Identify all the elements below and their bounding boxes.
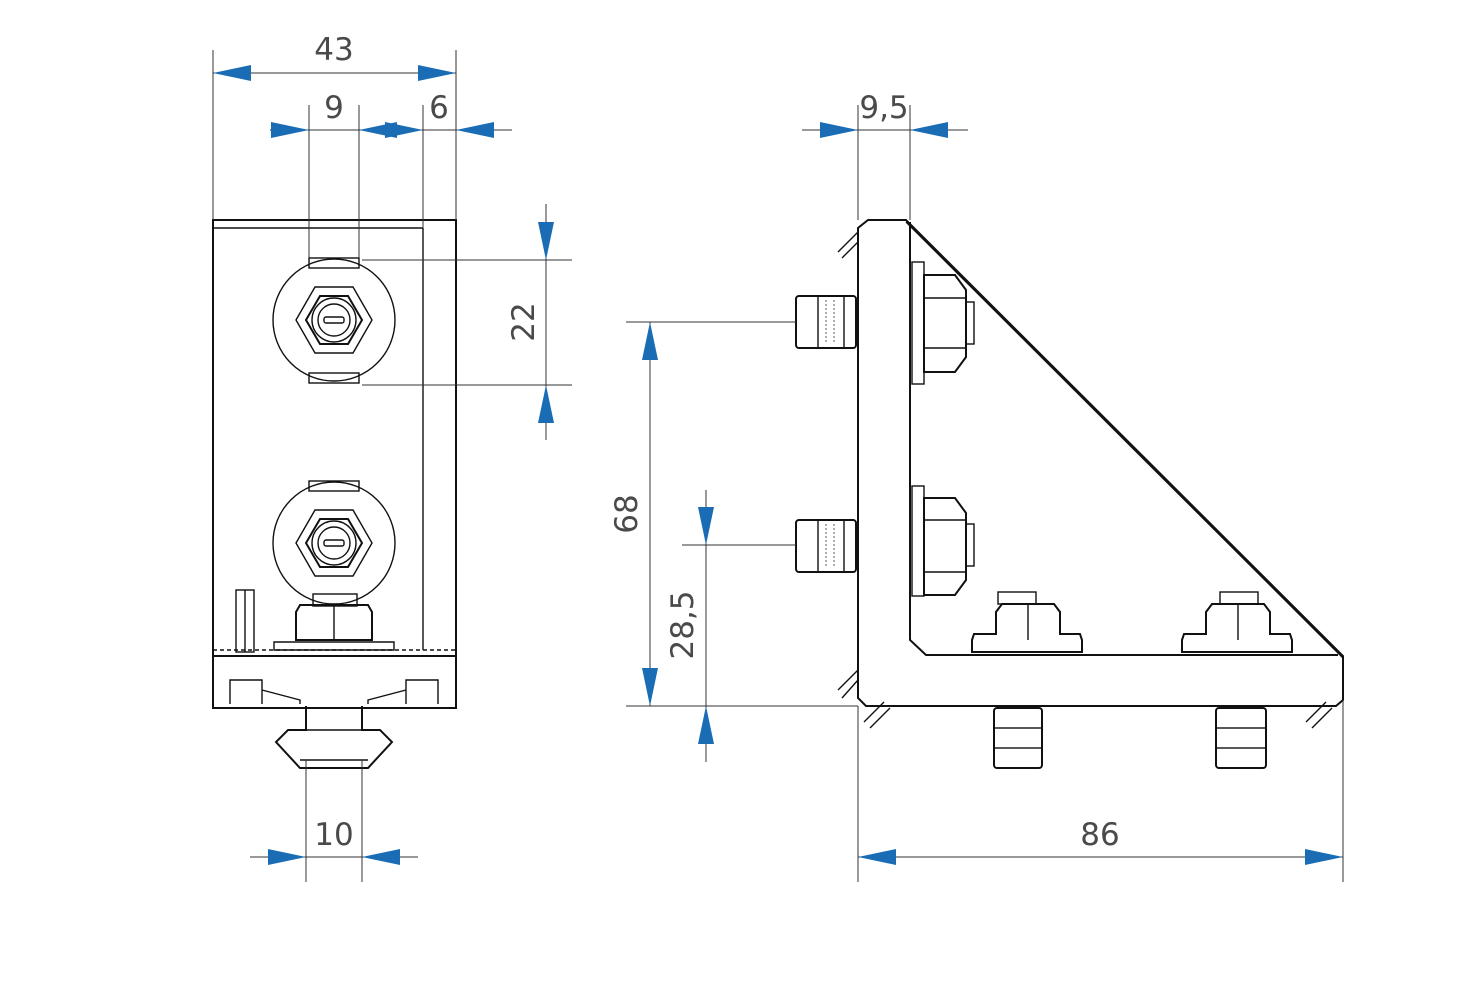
front-body-outline: [212, 219, 457, 709]
dim-front-hole-pitch: 22: [362, 204, 572, 440]
side-screw-upper: [795, 261, 975, 385]
side-view: 9,5 68 28,5 86: [609, 90, 1344, 882]
front-lower-screw: [272, 480, 396, 605]
dim-label-10: 10: [314, 817, 353, 853]
side-screw-bottom-left: [971, 591, 1083, 769]
dim-label-22: 22: [506, 302, 542, 341]
front-tnut: [274, 706, 394, 769]
dim-front-tnut-width: 10: [250, 760, 418, 882]
dim-label-43: 43: [314, 32, 353, 68]
dim-side-vertical-spacing: 68: [609, 321, 858, 707]
dim-label-6: 6: [429, 90, 449, 126]
dim-label-86: 86: [1080, 817, 1119, 853]
dim-front-overall-width: 43: [212, 32, 457, 220]
front-upper-screw: [272, 257, 396, 384]
dim-label-9: 9: [324, 90, 344, 126]
side-bracket-outline: [857, 219, 1344, 707]
dim-side-lower-hole-height: 28,5: [665, 490, 796, 762]
dim-label-28-5: 28,5: [665, 590, 701, 659]
front-bottom-nut: [273, 593, 395, 651]
dim-side-overall-length: 86: [857, 700, 1344, 882]
front-view: 43 9 6 22: [212, 32, 572, 882]
side-screw-lower: [795, 485, 975, 597]
dim-side-leg-thickness: 9,5: [802, 90, 968, 220]
side-screw-bottom-right: [1181, 591, 1293, 769]
dim-front-slot-offsets: 9 6: [270, 90, 512, 258]
dim-label-9-5: 9,5: [859, 90, 908, 126]
dim-label-68: 68: [609, 494, 645, 533]
